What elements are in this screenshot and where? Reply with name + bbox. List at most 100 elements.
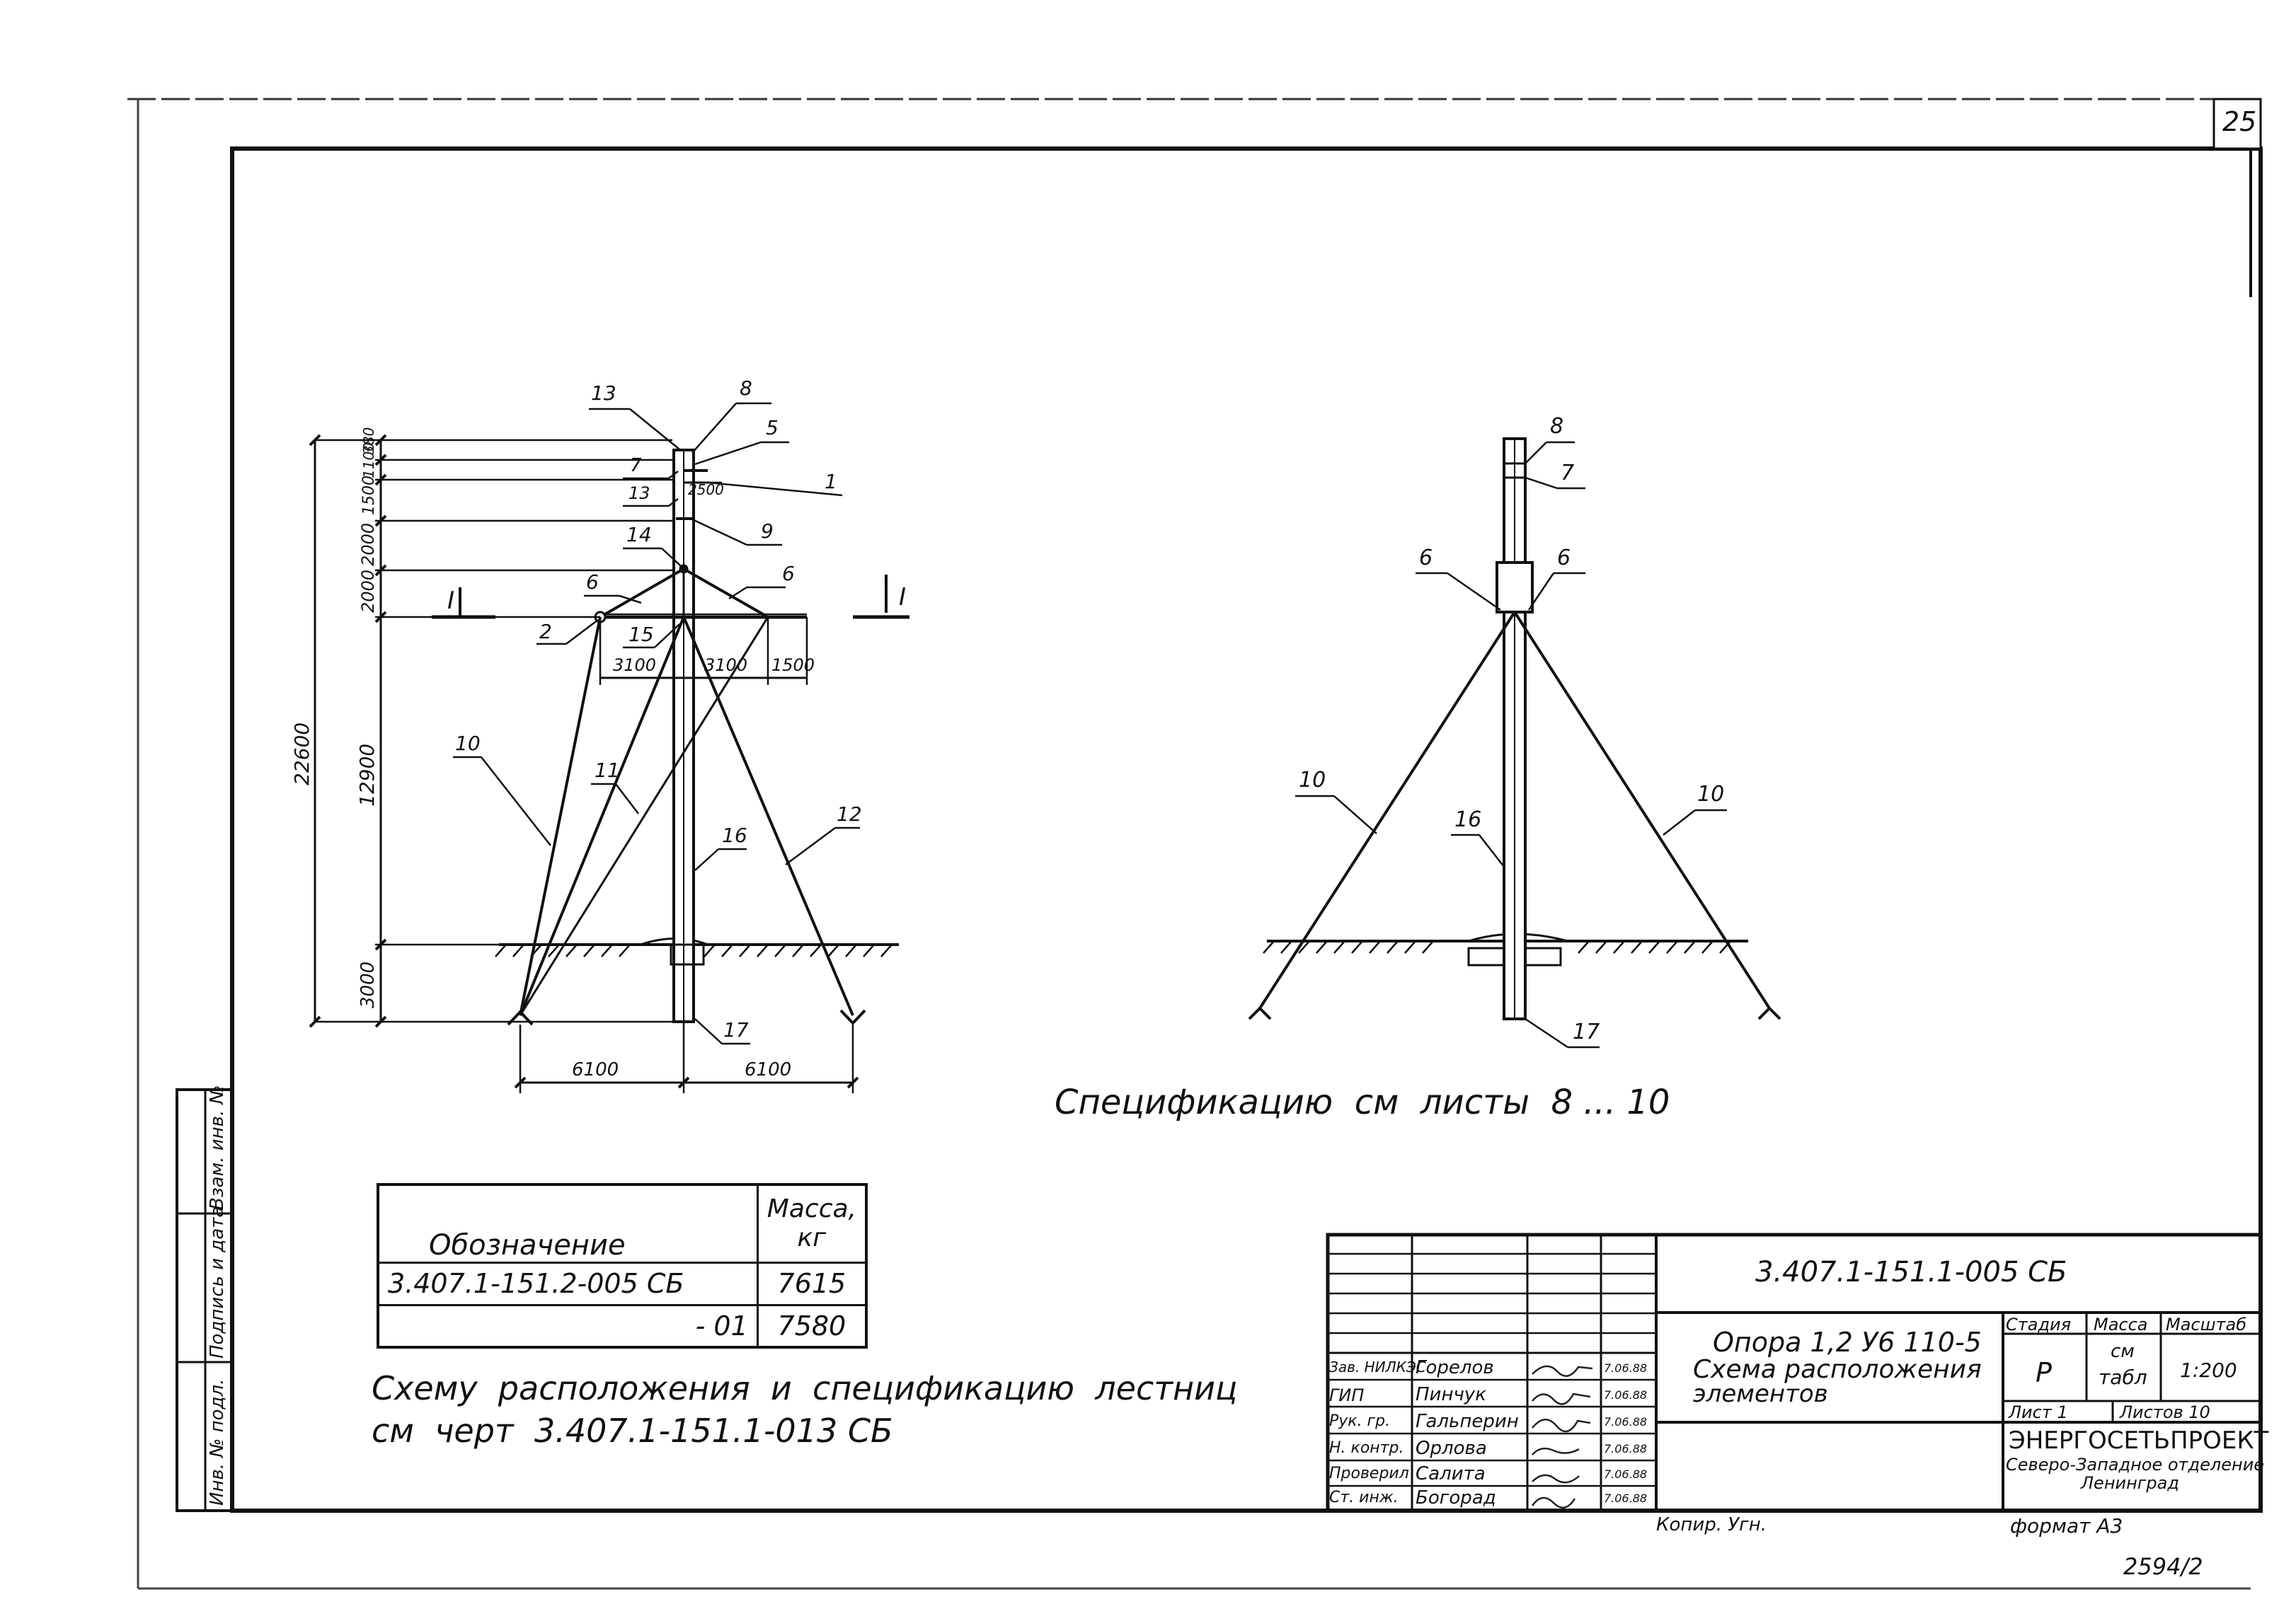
right-tower-view	[1248, 437, 1781, 1049]
signature-scribbles	[1531, 1365, 1593, 1509]
callout-16a: 16	[722, 824, 747, 847]
main-border	[230, 146, 2263, 1513]
mass-value-line1: см	[2111, 1341, 2135, 1362]
spec-reference-note: Спецификацию см листы 8 ... 10	[1055, 1083, 1670, 1122]
sign-date: 7.06.88	[1604, 1468, 1648, 1481]
callout-7b: 7	[1561, 461, 1574, 485]
sign-role: Ст. инж.	[1329, 1489, 1399, 1506]
dim-6100a: 6100	[572, 1059, 619, 1080]
sign-role: Проверил	[1329, 1465, 1409, 1482]
dim-12900: 12900	[355, 744, 379, 807]
spec-row-mass: 7615	[756, 1261, 868, 1306]
callout-9: 9	[761, 519, 774, 543]
callout-8b: 8	[1550, 414, 1563, 439]
side-stamp-label-replace: Взам. инв. №	[207, 1085, 228, 1210]
spec-header-mass: Масса, кг	[756, 1183, 868, 1264]
right-leaders	[1295, 441, 1727, 1049]
sheets-label: Листов 10	[2120, 1402, 2210, 1422]
dim-3000: 3000	[357, 962, 379, 1008]
left-anchor-left	[507, 1010, 534, 1026]
sign-date: 7.06.88	[1604, 1361, 1648, 1375]
dim-1500h: 1500	[771, 655, 815, 675]
document-code: 3.407.1-151.1-005 СБ	[1755, 1256, 2067, 1288]
left-leaders	[453, 402, 860, 1045]
copied-label: Копир. Угн.	[1656, 1514, 1767, 1535]
left-anchor-right	[839, 1009, 866, 1025]
right-guy-left	[1258, 611, 1516, 1010]
left-arm-brace-left	[599, 567, 684, 618]
dim-22600: 22600	[290, 722, 314, 785]
spec-table: Обозначение Масса, кг 3.407.1-151.2-005 …	[377, 1183, 868, 1349]
callout-15: 15	[628, 623, 654, 646]
spec-header-designation: Обозначение	[377, 1183, 759, 1264]
spec-row-designation: - 01	[377, 1303, 759, 1349]
callout-6d: 6	[1557, 546, 1571, 570]
dim-1500: 1500	[360, 475, 378, 515]
callout-7a: 7	[630, 455, 642, 476]
callout-13b: 13	[628, 483, 650, 503]
sign-role: Зав. НИЛКЭС	[1329, 1359, 1426, 1376]
dim-3100b: 3100	[704, 655, 747, 675]
callout-10a: 10	[455, 732, 481, 755]
scale-value: 1:200	[2180, 1359, 2237, 1382]
sign-name: Орлова	[1416, 1438, 1487, 1459]
archive-number: 2594/2	[2123, 1553, 2203, 1580]
scale-header: Масштаб	[2166, 1315, 2247, 1334]
title-line1: Опора 1,2 У6 110-5	[1713, 1327, 1982, 1358]
callout-6c: 6	[1419, 546, 1433, 570]
section-mark-left-label: I	[447, 587, 454, 615]
right-anchor-right	[1757, 1006, 1781, 1020]
dim-380: 380	[360, 427, 377, 454]
callout-5: 5	[766, 416, 779, 439]
sign-name: Пинчук	[1416, 1384, 1486, 1405]
callout-16b: 16	[1454, 807, 1481, 832]
dim-3100a: 3100	[613, 655, 656, 675]
mass-header: Масса	[2094, 1315, 2148, 1334]
callout-13a: 13	[591, 381, 616, 405]
left-guy-11	[519, 616, 685, 1016]
stage-value: Р	[2036, 1357, 2052, 1388]
org-name: ЭНЕРГОСЕТЬПРОЕКТ	[2009, 1426, 2269, 1455]
side-stamp-label-inv: Инв. № подл.	[207, 1378, 228, 1506]
callout-1: 1	[825, 470, 837, 493]
table-row: 3.407.1-151.2-005 СБ 7615	[377, 1261, 868, 1306]
sign-name: Гальперин	[1416, 1411, 1519, 1432]
right-guy-right	[1513, 611, 1771, 1010]
spec-row-designation: 3.407.1-151.2-005 СБ	[377, 1261, 759, 1306]
format-label: формат А3	[2010, 1514, 2123, 1538]
callout-11: 11	[595, 759, 620, 782]
dim-2000b: 2000	[358, 570, 378, 613]
right-view-labels: 8 7 6 6 10 16 10 17	[1299, 414, 1724, 1044]
sign-date: 7.06.88	[1604, 1442, 1648, 1455]
sign-role: ГИП	[1329, 1385, 1365, 1405]
title-block-grid	[1326, 1233, 2263, 1513]
org-line2: Северо-Западное отделение	[2006, 1455, 2265, 1475]
callout-6a: 6	[586, 570, 599, 594]
mass-value-line2: табл	[2099, 1366, 2147, 1389]
callout-14: 14	[626, 523, 652, 546]
page-number: 25	[2222, 106, 2257, 137]
callout-17b: 17	[1573, 1020, 1600, 1044]
dim-2000a: 2000	[358, 523, 378, 566]
left-tower-view	[309, 402, 909, 1093]
sign-role: Рук. гр.	[1329, 1412, 1391, 1430]
callout-10c: 10	[1697, 782, 1724, 807]
spec-row-mass: 7580	[756, 1303, 868, 1349]
section-mark-right-label: I	[899, 583, 906, 611]
sign-date: 7.06.88	[1604, 1388, 1648, 1402]
sign-role: Н. контр.	[1329, 1439, 1404, 1457]
sign-name: Салита	[1416, 1463, 1486, 1484]
callout-6b: 6	[782, 562, 795, 585]
left-guy-12	[682, 616, 854, 1016]
right-anchor-left	[1248, 1006, 1272, 1020]
sheet-label: Лист 1	[2009, 1402, 2068, 1422]
side-stamp	[176, 1088, 234, 1512]
left-guy-10	[519, 616, 602, 1016]
right-ground-hatching	[1263, 940, 1731, 954]
dim-6100b: 6100	[745, 1059, 791, 1080]
dim-1100: 1100	[360, 442, 377, 478]
callout-8a: 8	[740, 376, 752, 400]
ladder-note-line2: см черт 3.407.1-151.1-013 СБ	[372, 1412, 893, 1450]
title-line3: элементов	[1693, 1380, 1828, 1408]
